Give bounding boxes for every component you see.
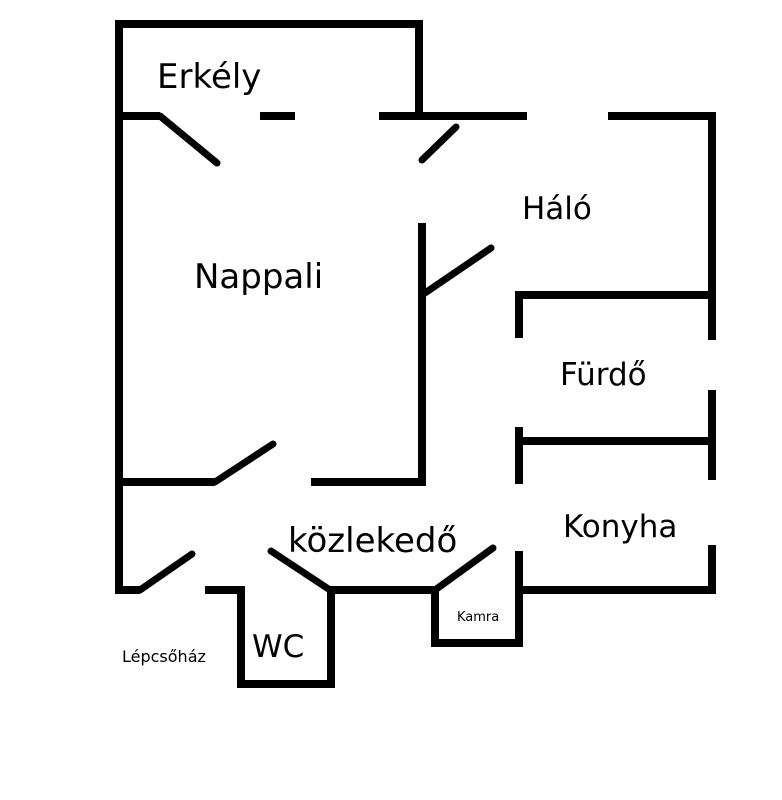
door-bedroom (421, 244, 495, 297)
door-living-room (211, 440, 277, 486)
label-kamra: Kamra (457, 610, 499, 625)
label-halo: Háló (522, 191, 592, 227)
door-entrance (136, 550, 196, 594)
label-wc: WC (252, 629, 304, 665)
balcony-walls (115, 20, 423, 112)
pantry-walls (431, 590, 523, 647)
inner-walls-right (515, 291, 716, 594)
doors (136, 112, 497, 594)
label-erkely: Erkély (157, 57, 261, 97)
wc-walls (205, 586, 335, 688)
door-wc (267, 547, 334, 594)
living-room-walls (119, 223, 426, 486)
label-nappali: Nappali (194, 257, 323, 297)
label-lepcsohaz: Lépcsőház (122, 647, 206, 666)
label-furdo: Fürdő (560, 357, 647, 393)
door-balcony-right (418, 123, 460, 164)
door-pantry (431, 544, 497, 594)
door-balcony-left (156, 112, 221, 167)
outer-walls (115, 110, 716, 594)
label-konyha: Konyha (563, 509, 677, 545)
label-kozlekedo: közlekedő (288, 521, 457, 561)
